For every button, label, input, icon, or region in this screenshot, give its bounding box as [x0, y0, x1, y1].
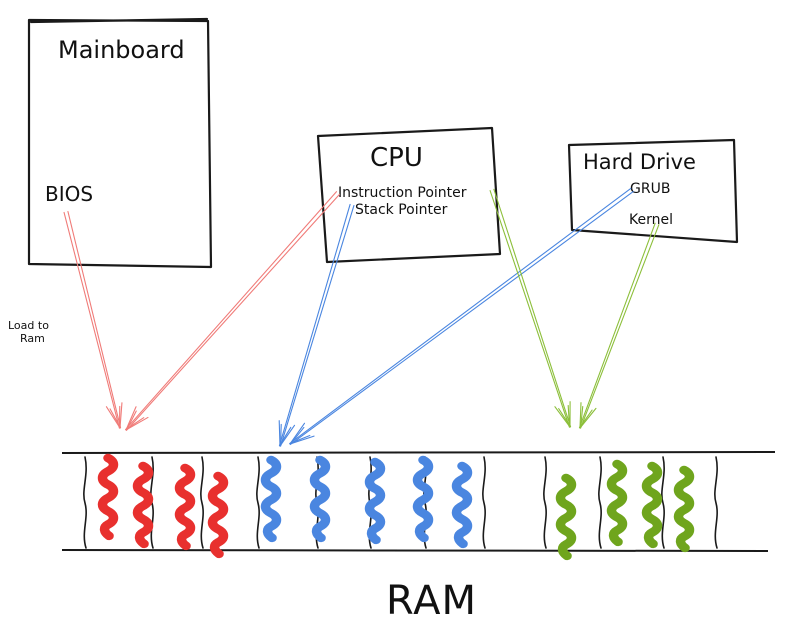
- stack-pointer-label: Stack Pointer: [355, 202, 448, 218]
- arrow-kernel-to-ram: [578, 222, 660, 429]
- ram-label-small: Ram: [20, 332, 45, 345]
- ram-cell-divider: [482, 456, 486, 549]
- kernel-memory-squiggle: [678, 470, 689, 548]
- grub-memory-squiggle: [456, 466, 467, 544]
- load-to-ram-note: Load to Ram: [8, 319, 49, 345]
- grub-memory-squiggle: [265, 460, 276, 538]
- bios-memory-squiggle: [137, 466, 148, 544]
- cpu-title: CPU: [370, 143, 423, 173]
- ram-cell-divider: [714, 456, 718, 549]
- arrow-ip-to-ram: [125, 191, 341, 431]
- kernel-label: Kernel: [629, 212, 673, 228]
- grub-memory-squiggle: [369, 462, 380, 540]
- ram-cell-divider: [598, 456, 602, 549]
- grub-memory-squiggle: [417, 460, 428, 538]
- ram-cell-divider: [200, 456, 204, 549]
- mainboard-title: Mainboard: [58, 36, 185, 64]
- mainboard-box: Mainboard BIOS: [27, 17, 213, 269]
- arrow-grub-to-ram: [289, 187, 634, 446]
- ram-cell-divider: [83, 456, 87, 549]
- hard-drive-title: Hard Drive: [583, 150, 696, 174]
- kernel-memory-squiggle: [560, 478, 571, 556]
- bios-memory-squiggle: [179, 468, 190, 546]
- cpu-box: CPU Instruction Pointer Stack Pointer: [316, 126, 502, 264]
- load-to-label: Load to: [8, 319, 49, 332]
- bios-label: BIOS: [45, 182, 93, 206]
- arrow-bios-to-ram: [63, 210, 123, 429]
- bios-memory-squiggle: [212, 476, 223, 554]
- ram-block: [61, 451, 776, 552]
- ram-cell-dividers: [83, 456, 718, 549]
- kernel-memory-squiggle: [611, 464, 622, 542]
- ram-title: RAM: [386, 578, 477, 624]
- grub-memory-squiggle: [314, 460, 325, 538]
- ram-cell-divider: [543, 456, 547, 549]
- ram-cell-divider: [661, 456, 665, 549]
- bios-memory-squiggle: [102, 458, 113, 536]
- hard-drive-box: Hard Drive GRUB Kernel: [567, 138, 739, 244]
- arrow-ip-to-kernel-region: [489, 188, 572, 428]
- ram-cell-divider: [256, 456, 260, 549]
- load-arrows: [63, 187, 660, 447]
- arrow-sp-to-ram: [278, 203, 355, 447]
- grub-label: GRUB: [630, 181, 670, 197]
- instruction-pointer-label: Instruction Pointer: [338, 185, 467, 201]
- kernel-memory-squiggle: [646, 466, 657, 544]
